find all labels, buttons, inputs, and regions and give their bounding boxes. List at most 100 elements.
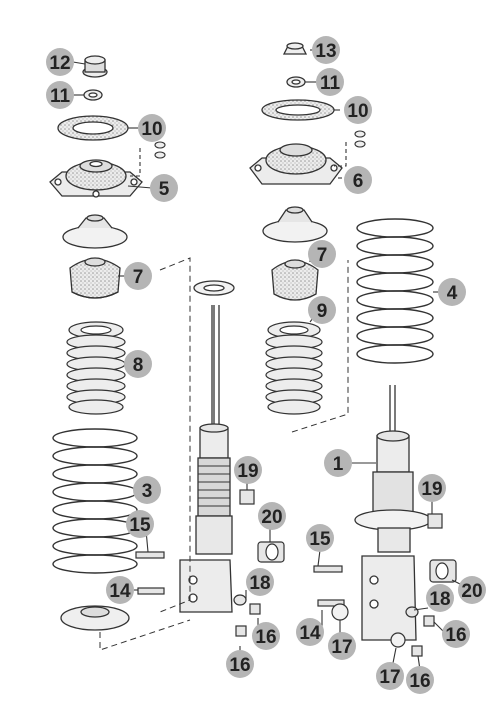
callout-badge-circle [306,524,334,552]
callout-number: 12 [49,53,70,74]
callout-badge-circle [106,576,134,604]
left-coil-spring-3 [52,428,138,574]
callout-16: 16 [226,650,254,678]
right-cap-13 [282,42,308,55]
callout-badge-circle [124,262,152,290]
left-top-nut [82,55,108,78]
callout-16: 16 [406,666,434,694]
callout-19: 19 [234,456,262,484]
callout-number: 6 [353,171,364,192]
callout-number: 17 [379,667,400,688]
callout-badge-circle [438,278,466,306]
callout-badge-circle [308,296,336,324]
callout-4: 4 [438,278,466,306]
callout-3: 3 [133,476,161,504]
callout-badge-circle [406,666,434,694]
left-bump-stop-7 [69,257,121,299]
callout-badge-circle [344,96,372,124]
callout-number: 5 [159,179,170,200]
callout-badge-circle [308,240,336,268]
callout-number: 17 [331,637,352,658]
callout-badge-circle [296,618,324,646]
callout-number: 16 [445,625,466,646]
callout-number: 18 [429,589,450,610]
callout-badge-circle [328,632,356,660]
right-bearing-ring-10 [261,99,335,121]
callout-12: 12 [46,48,74,76]
callout-13: 13 [312,36,340,64]
callout-number: 10 [141,119,162,140]
callout-7: 7 [124,262,152,290]
callout-badge-circle [458,576,486,604]
callout-badge-circle [324,449,352,477]
left-bracket-19 [239,489,255,505]
callout-9: 9 [308,296,336,324]
callout-badge-circle [316,68,344,96]
callout-number: 7 [133,267,144,288]
left-small-parts [233,594,261,637]
left-small-nuts [130,141,166,177]
callout-15: 15 [126,510,154,538]
callout-number: 18 [249,573,270,594]
callout-badge-circle [124,350,152,378]
left-top-mount-5 [49,159,143,198]
callout-17: 17 [328,632,356,660]
callout-badge-circle [126,510,154,538]
left-strut-body [179,280,235,613]
callout-number: 20 [261,507,282,528]
callout-number: 11 [50,86,71,107]
left-bearing-ring-10 [57,115,129,141]
right-dust-boot-9 [265,321,323,415]
callout-18: 18 [246,568,274,596]
callout-number: 7 [317,245,328,266]
callout-badge-circle [376,662,404,690]
callout-badge-circle [234,456,262,484]
callout-20: 20 [258,502,286,530]
callout-18: 18 [426,584,454,612]
callout-badge-circle [226,650,254,678]
callout-badge-circle [252,622,280,650]
callout-6: 6 [344,166,372,194]
left-spring-seat-7 [62,214,128,249]
callout-number: 9 [317,301,328,322]
callout-11: 11 [316,68,344,96]
callout-number: 13 [315,41,336,62]
right-spring-seat-7 [262,206,328,243]
callout-badge-circle [246,568,274,596]
callout-number: 11 [320,73,341,94]
callout-16: 16 [442,620,470,648]
right-bolts [313,565,349,621]
assembly-guides [99,257,349,651]
callout-7: 7 [308,240,336,268]
callout-19: 19 [418,474,446,502]
callout-number: 10 [347,101,368,122]
callout-14: 14 [106,576,134,604]
callout-number: 15 [129,515,151,536]
callout-number: 20 [461,581,482,602]
callout-number: 16 [255,627,276,648]
callout-number: 4 [447,283,458,304]
callout-badge-circle [150,174,178,202]
callout-number: 15 [309,529,331,550]
callout-number: 1 [333,454,344,475]
left-lower-seat [60,605,130,631]
callout-number: 19 [421,479,442,500]
callout-1: 1 [324,449,352,477]
left-dust-boot-8 [66,321,126,415]
callout-number: 19 [237,461,258,482]
callout-badge-circle [344,166,372,194]
callout-number: 14 [109,581,131,602]
callout-badge-circle [258,502,286,530]
callout-number: 16 [409,671,430,692]
left-washer-11 [83,89,103,101]
right-small-parts [390,606,435,657]
callout-badge-circle [426,584,454,612]
callout-8: 8 [124,350,152,378]
callout-badge-circle [133,476,161,504]
callout-badges: 1211105783151419201816161311106794119152… [46,36,486,694]
left-bushing-20 [257,541,285,563]
callout-badge-circle [312,36,340,64]
callout-14: 14 [296,618,324,646]
right-bracket-19 [427,513,443,529]
